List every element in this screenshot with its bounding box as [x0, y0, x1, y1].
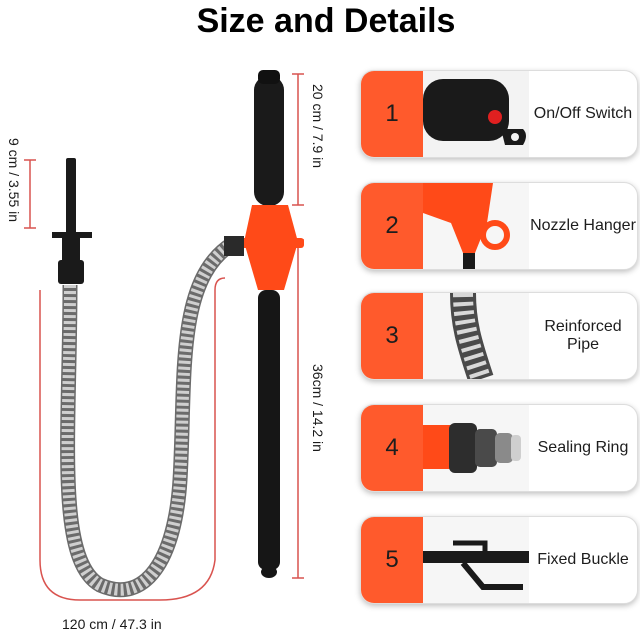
nozzle [52, 158, 92, 284]
sealing-ring-closeup [423, 405, 529, 491]
pump-illustration [24, 70, 304, 601]
hose-connector [224, 236, 244, 256]
detail-card-buckle: 5 Fixed Buckle [360, 516, 638, 604]
nozzle-dimension: 9 cm / 3.55 in [6, 138, 22, 223]
pump-handle [254, 70, 284, 206]
detail-card-switch: 1 On/Off Switch [360, 70, 638, 158]
pipe-closeup [423, 293, 529, 379]
tube-dimension: 36cm / 14.2 in [310, 364, 326, 452]
hose-dimension: 120 cm / 47.3 in [62, 616, 162, 632]
detail-number: 1 [361, 71, 423, 157]
detail-number: 5 [361, 517, 423, 603]
detail-label: On/Off Switch [533, 105, 633, 122]
detail-label: Reinforced Pipe [544, 318, 622, 353]
pump-tube [258, 290, 280, 578]
buckle-closeup [423, 517, 529, 603]
detail-number: 3 [361, 293, 423, 379]
detail-label: Sealing Ring [537, 439, 629, 456]
dimension-lines [24, 73, 304, 601]
detail-card-ring: 4 Sealing Ring [360, 404, 638, 492]
detail-label: Nozzle Hanger [530, 217, 636, 234]
detail-card-hanger: 2 Nozzle Hanger [360, 182, 638, 270]
detail-card-pipe: 3 Reinforced Pipe [360, 292, 638, 380]
detail-number: 4 [361, 405, 423, 491]
handle-dimension: 20 cm / 7.9 in [310, 84, 326, 169]
hose [60, 237, 237, 598]
detail-label: Fixed Buckle [537, 551, 629, 568]
page-title: Size and Details [196, 2, 456, 40]
hanger-closeup [423, 183, 529, 269]
pump-orange-collar [236, 205, 304, 290]
detail-number: 2 [361, 183, 423, 269]
switch-closeup [423, 71, 529, 157]
